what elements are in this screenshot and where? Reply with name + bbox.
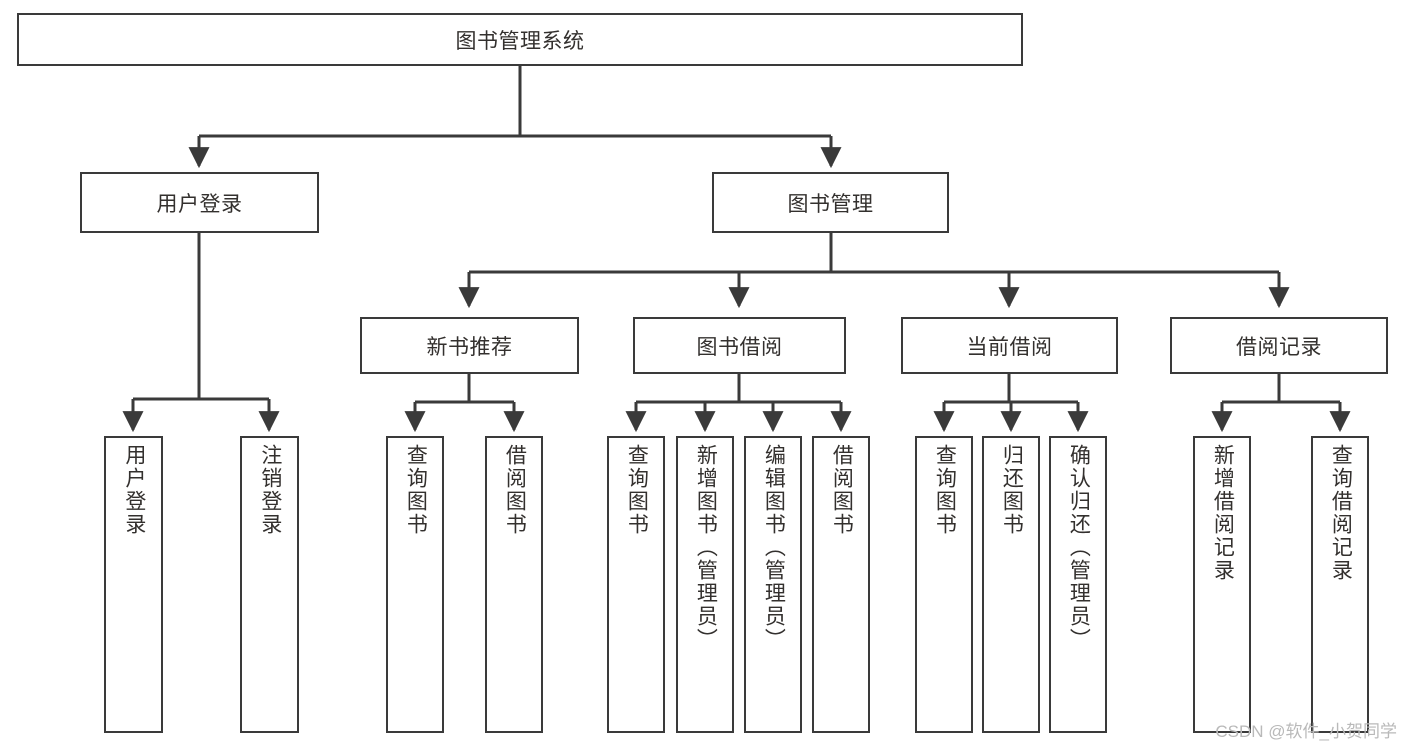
leaf-book-borrow-edit[interactable]: 编辑图书（管理员）	[744, 436, 802, 733]
node-current-borrow[interactable]: 当前借阅	[901, 317, 1118, 374]
node-book-borrow[interactable]: 图书借阅	[633, 317, 846, 374]
leaf-label: 查询图书	[625, 444, 649, 536]
leaf-label: 查询图书	[933, 444, 957, 536]
leaf-borrow-record-query[interactable]: 查询借阅记录	[1311, 436, 1369, 733]
node-book-borrow-label: 图书借阅	[696, 335, 783, 359]
node-user-login[interactable]: 用户登录	[80, 172, 319, 233]
leaf-borrow-record-add[interactable]: 新增借阅记录	[1193, 436, 1251, 733]
leaf-label: 新增借阅记录	[1211, 444, 1235, 582]
leaf-label: 注销登录	[258, 444, 282, 536]
node-root[interactable]: 图书管理系统	[17, 13, 1023, 66]
watermark: CSDN @软件_小贺同学	[1215, 722, 1397, 741]
leaf-label: 借阅图书	[830, 444, 854, 536]
leaf-new-book-borrow[interactable]: 借阅图书	[485, 436, 543, 733]
node-new-book-recommend[interactable]: 新书推荐	[360, 317, 579, 374]
node-current-borrow-label: 当前借阅	[966, 335, 1053, 359]
node-user-login-label: 用户登录	[156, 192, 243, 216]
leaf-book-borrow-add[interactable]: 新增图书（管理员）	[676, 436, 734, 733]
leaf-book-borrow-borrow[interactable]: 借阅图书	[812, 436, 870, 733]
leaf-label: 用户登录	[122, 444, 146, 536]
leaf-label: 借阅图书	[503, 444, 527, 536]
leaf-current-borrow-query[interactable]: 查询图书	[915, 436, 973, 733]
leaf-label: 查询借阅记录	[1329, 444, 1353, 582]
leaf-label: 查询图书	[404, 444, 428, 536]
leaf-label: 确认归还（管理员）	[1067, 444, 1091, 651]
leaf-label: 新增图书（管理员）	[694, 444, 718, 651]
leaf-current-borrow-return[interactable]: 归还图书	[982, 436, 1040, 733]
node-borrow-record[interactable]: 借阅记录	[1170, 317, 1388, 374]
leaf-label: 编辑图书（管理员）	[762, 444, 786, 651]
leaf-user-login-login[interactable]: 用户登录	[104, 436, 163, 733]
node-book-management-label: 图书管理	[787, 192, 874, 216]
node-borrow-record-label: 借阅记录	[1236, 335, 1322, 359]
leaf-book-borrow-query[interactable]: 查询图书	[607, 436, 665, 733]
node-root-label: 图书管理系统	[455, 29, 585, 53]
leaf-new-book-query[interactable]: 查询图书	[386, 436, 444, 733]
leaf-current-borrow-confirm-return[interactable]: 确认归还（管理员）	[1049, 436, 1107, 733]
node-new-book-recommend-label: 新书推荐	[426, 335, 513, 359]
node-book-management[interactable]: 图书管理	[712, 172, 949, 233]
leaf-user-login-logout[interactable]: 注销登录	[240, 436, 299, 733]
leaf-label: 归还图书	[1000, 444, 1024, 536]
